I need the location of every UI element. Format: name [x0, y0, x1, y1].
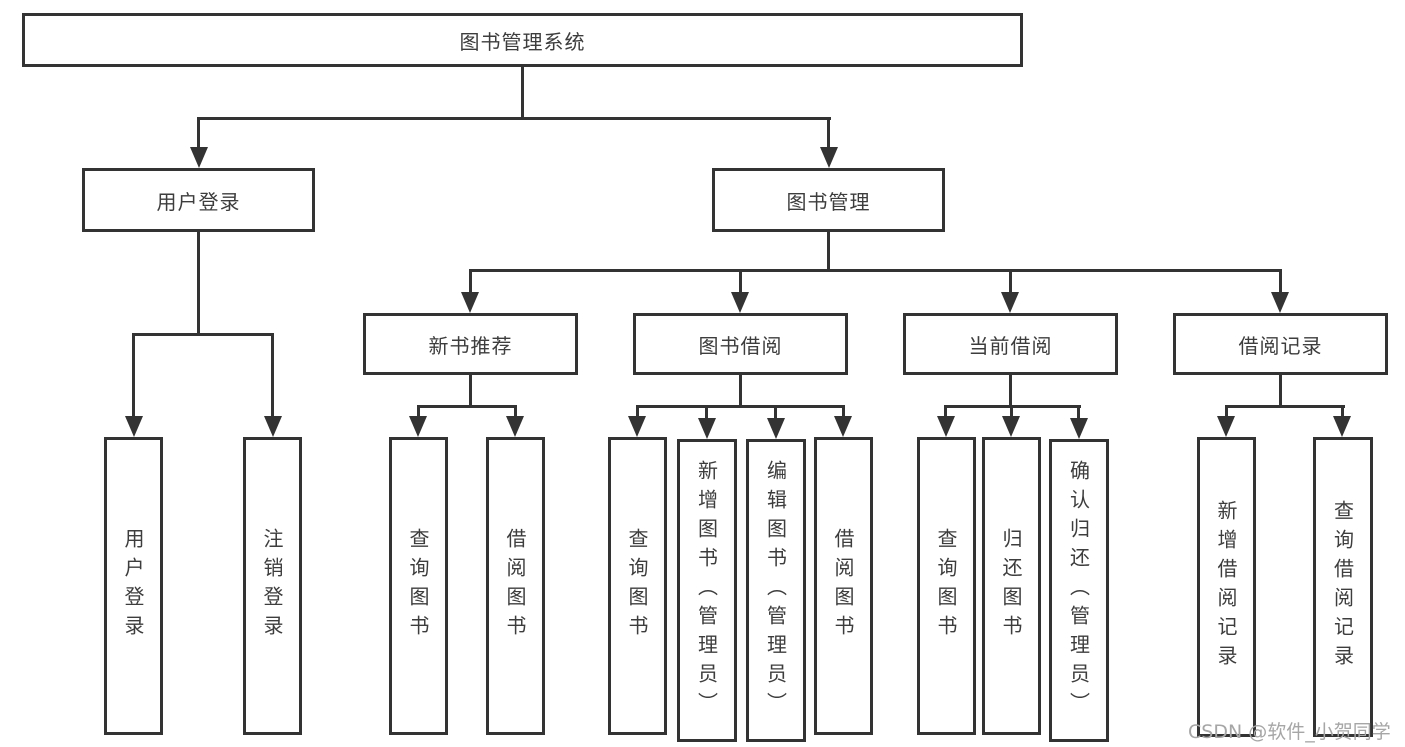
- arrowhead-down-icon: [1271, 292, 1289, 313]
- leaf-user-login: 用户登录: [104, 437, 163, 735]
- connector-line: [197, 117, 831, 120]
- leaf-query-book-recommend: 查询图书: [389, 437, 448, 735]
- arrowhead-down-icon: [264, 416, 282, 437]
- arrowhead-down-icon: [820, 147, 838, 168]
- arrowhead-down-icon: [506, 416, 524, 437]
- leaf-return-book-label: 归还图书: [999, 528, 1023, 644]
- leaf-add-borrow-record: 新增借阅记录: [1197, 437, 1256, 737]
- csdn-watermark: CSDN @软件_小贺同学: [1188, 721, 1391, 743]
- connector-line: [739, 269, 742, 295]
- node-book-management: 图书管理: [712, 168, 945, 232]
- arrowhead-down-icon: [937, 416, 955, 437]
- arrowhead-down-icon: [125, 416, 143, 437]
- arrowhead-down-icon: [834, 416, 852, 437]
- node-borrow-record-label: 借阅记录: [1238, 333, 1323, 358]
- leaf-borrow-book-label: 借阅图书: [831, 528, 855, 644]
- connector-line: [197, 117, 200, 149]
- arrowhead-down-icon: [731, 292, 749, 313]
- leaf-logout: 注销登录: [243, 437, 302, 735]
- connector-line: [417, 405, 517, 408]
- node-user-login-label: 用户登录: [156, 189, 241, 214]
- leaf-query-book-borrow-label: 查询图书: [625, 528, 649, 644]
- connector-line: [827, 232, 830, 272]
- node-current-borrow-label: 当前借阅: [968, 333, 1053, 358]
- leaf-borrow-book: 借阅图书: [814, 437, 873, 735]
- arrowhead-down-icon: [1001, 292, 1019, 313]
- node-new-book-recommend-label: 新书推荐: [428, 333, 513, 358]
- node-book-management-label: 图书管理: [786, 189, 871, 214]
- connector-line: [1077, 405, 1080, 419]
- connector-line: [1341, 405, 1344, 417]
- arrowhead-down-icon: [190, 147, 208, 168]
- connector-line: [1225, 405, 1228, 417]
- leaf-add-book-admin-label: 新增图书（管理员）: [694, 460, 719, 721]
- node-book-borrow: 图书借阅: [633, 313, 848, 375]
- connector-line: [827, 117, 830, 149]
- arrowhead-down-icon: [767, 418, 785, 439]
- connector-line: [132, 333, 274, 336]
- connector-line: [417, 405, 420, 417]
- leaf-logout-label: 注销登录: [260, 528, 284, 644]
- leaf-query-book-borrow: 查询图书: [608, 437, 667, 735]
- arrowhead-down-icon: [698, 418, 716, 439]
- arrowhead-down-icon: [409, 416, 427, 437]
- connector-line: [842, 405, 845, 417]
- connector-line: [774, 405, 777, 419]
- connector-line: [636, 405, 845, 408]
- connector-line: [705, 405, 708, 419]
- leaf-add-borrow-record-label: 新增借阅记录: [1214, 500, 1238, 674]
- node-new-book-recommend: 新书推荐: [363, 313, 578, 375]
- connector-line: [1279, 375, 1282, 408]
- connector-line: [1009, 375, 1012, 408]
- node-root: 图书管理系统: [22, 13, 1023, 67]
- node-user-login: 用户登录: [82, 168, 315, 232]
- leaf-edit-book-admin-label: 编辑图书（管理员）: [763, 460, 788, 721]
- arrowhead-down-icon: [461, 292, 479, 313]
- connector-line: [1010, 405, 1013, 417]
- connector-line: [469, 375, 472, 408]
- leaf-confirm-return-admin-label: 确认归还（管理员）: [1066, 460, 1091, 721]
- connector-line: [197, 232, 200, 336]
- leaf-query-book-current-label: 查询图书: [934, 528, 958, 644]
- connector-line: [739, 375, 742, 408]
- connector-line: [271, 333, 274, 418]
- node-borrow-record: 借阅记录: [1173, 313, 1388, 375]
- connector-line: [1009, 269, 1012, 295]
- connector-line: [636, 405, 639, 417]
- node-current-borrow: 当前借阅: [903, 313, 1118, 375]
- leaf-query-borrow-record: 查询借阅记录: [1313, 437, 1373, 737]
- connector-line: [469, 269, 1282, 272]
- arrowhead-down-icon: [1333, 416, 1351, 437]
- connector-line: [944, 405, 947, 417]
- leaf-query-book-current: 查询图书: [917, 437, 976, 735]
- connector-line: [514, 405, 517, 417]
- leaf-user-login-label: 用户登录: [121, 528, 145, 644]
- arrowhead-down-icon: [628, 416, 646, 437]
- leaf-query-borrow-record-label: 查询借阅记录: [1330, 500, 1355, 674]
- leaf-query-book-recommend-label: 查询图书: [406, 528, 430, 644]
- node-root-label: 图书管理系统: [459, 29, 586, 54]
- connector-line: [469, 269, 472, 295]
- leaf-edit-book-admin: 编辑图书（管理员）: [746, 439, 806, 742]
- leaf-add-book-admin: 新增图书（管理员）: [677, 439, 737, 742]
- node-book-borrow-label: 图书借阅: [698, 333, 783, 358]
- arrowhead-down-icon: [1217, 416, 1235, 437]
- arrowhead-down-icon: [1070, 418, 1088, 439]
- arrowhead-down-icon: [1002, 416, 1020, 437]
- leaf-return-book: 归还图书: [982, 437, 1041, 735]
- leaf-confirm-return-admin: 确认归还（管理员）: [1049, 439, 1109, 742]
- connector-line: [1279, 269, 1282, 295]
- connector-line: [1225, 405, 1345, 408]
- leaf-borrow-book-recommend: 借阅图书: [486, 437, 545, 735]
- leaf-borrow-book-recommend-label: 借阅图书: [503, 528, 527, 644]
- connector-line: [521, 67, 524, 119]
- connector-line: [132, 333, 135, 418]
